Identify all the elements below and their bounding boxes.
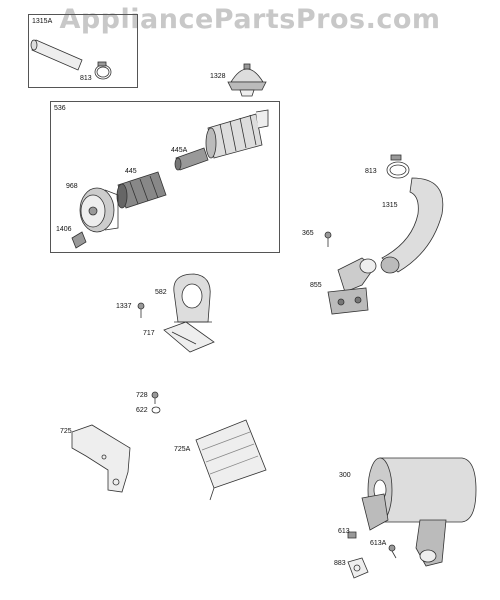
part-728-bolt — [151, 391, 159, 404]
part-725A-heat-shield — [195, 419, 267, 501]
label-445A: 445A — [171, 147, 188, 154]
part-445A-precleaner — [174, 147, 209, 171]
part-613A-screw — [388, 544, 397, 559]
part-1328-cap — [227, 63, 267, 97]
part-1315-hose — [380, 177, 444, 274]
label-1315A: 1315A — [32, 18, 53, 25]
part-air-cleaner-housing — [205, 109, 269, 159]
label-855: 855 — [310, 282, 322, 289]
kit-box-536 — [50, 101, 280, 253]
label-725: 725 — [60, 428, 72, 435]
part-883-gasket — [347, 557, 369, 579]
label-1315: 1315 — [382, 202, 398, 209]
part-855-elbow — [327, 257, 377, 315]
watermark: AppliancePartsPros.com — [59, 4, 441, 35]
label-300: 300 — [339, 472, 351, 479]
part-813-clamp-b — [386, 154, 410, 179]
label-1337: 1337 — [116, 303, 132, 310]
label-717: 717 — [143, 330, 155, 337]
label-536: 536 — [54, 105, 66, 112]
part-365-screw — [324, 231, 332, 247]
label-622: 622 — [136, 407, 148, 414]
label-445: 445 — [125, 168, 137, 175]
part-968-base — [79, 187, 119, 233]
part-813-clamp-a — [94, 61, 112, 80]
label-613A: 613A — [370, 540, 387, 547]
label-813-b: 813 — [365, 168, 377, 175]
label-728: 728 — [136, 392, 148, 399]
part-1406-latch — [71, 231, 87, 249]
part-1315A-tube — [30, 39, 83, 71]
kit-box-1315A — [28, 14, 138, 88]
part-725-shield — [71, 424, 131, 493]
label-582: 582 — [155, 289, 167, 296]
label-365: 365 — [302, 230, 314, 237]
label-883: 883 — [334, 560, 346, 567]
part-622-washer — [151, 406, 161, 414]
part-717-plate — [163, 321, 215, 353]
part-445-filter — [116, 171, 167, 209]
part-613-nut — [347, 531, 357, 539]
label-1406: 1406 — [56, 226, 72, 233]
label-613: 613 — [338, 528, 350, 535]
part-582-bracket — [173, 273, 212, 323]
part-1337-screw — [137, 302, 145, 318]
label-813-a: 813 — [80, 75, 92, 82]
part-300-muffler — [361, 457, 477, 567]
label-1328: 1328 — [210, 73, 226, 80]
label-968: 968 — [66, 183, 78, 190]
label-725A: 725A — [174, 446, 191, 453]
